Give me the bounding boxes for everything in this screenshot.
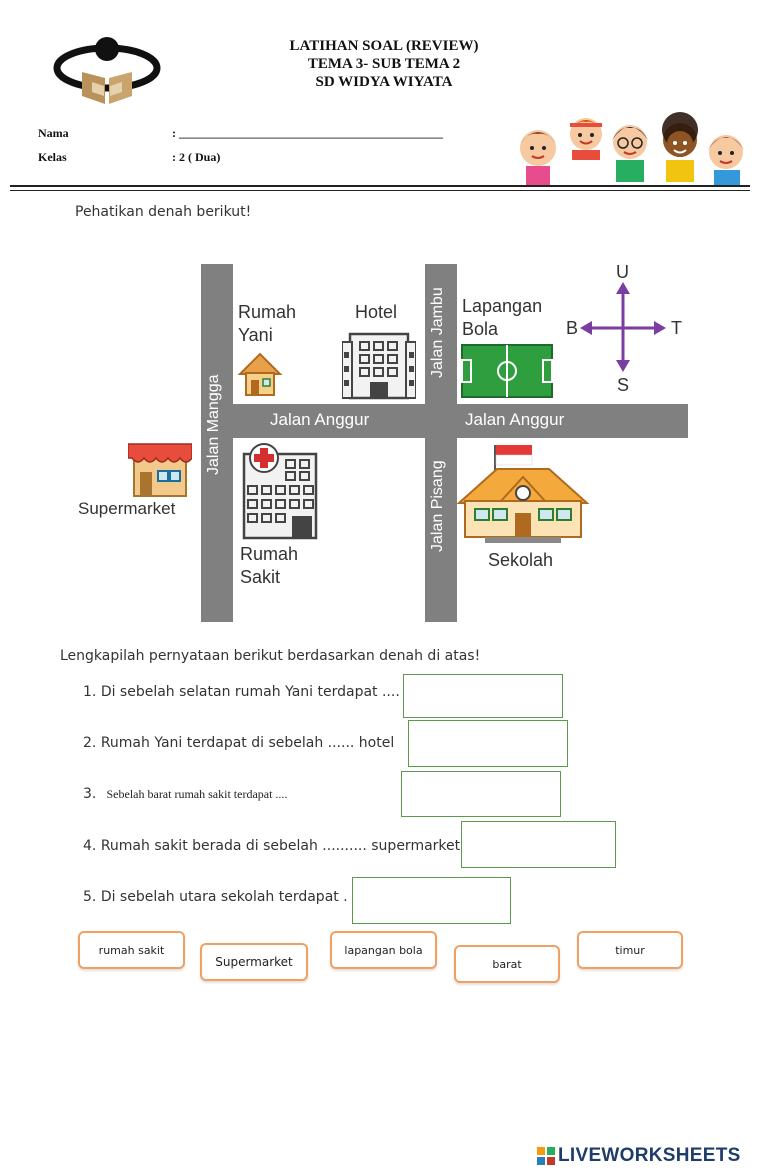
logo-icon <box>53 37 161 104</box>
lapangan-label-1: Lapangan <box>462 296 543 316</box>
nama-field[interactable]: : ______________________________________… <box>172 126 443 140</box>
map: Jalan Mangga Jalan Jambu Jalan Pisang Ja… <box>78 262 688 622</box>
label-jalan-anggur-right: Jalan Anggur <box>465 410 565 429</box>
hotel-label: Hotel <box>355 302 398 322</box>
label-jalan-pisang: Jalan Pisang <box>429 460 446 553</box>
worksheet-subtitle: TEMA 3- SUB TEMA 2 <box>307 56 461 72</box>
option-chip-lapangan-bola[interactable]: lapangan bola <box>330 931 437 969</box>
school-icon <box>456 443 590 551</box>
answer-box-3[interactable] <box>401 771 561 817</box>
worksheet-title: LATIHAN SOAL (REVIEW) <box>289 38 479 54</box>
option-chip-rumah-sakit[interactable]: rumah sakit <box>78 931 185 969</box>
rumah-yani-label-1: Rumah <box>238 302 297 322</box>
question-number: 1. <box>83 684 97 700</box>
road-anggur <box>233 404 688 438</box>
question-text: Rumah sakit berada di sebelah ..........… <box>100 838 461 854</box>
question-number: 4. <box>83 838 97 854</box>
liveworksheets-logo[interactable]: LIVEWORKSHEETS <box>537 1145 741 1167</box>
header-divider <box>10 185 750 187</box>
nama-label: Nama <box>38 126 69 140</box>
question-number: 2. <box>83 735 97 751</box>
question-number: 3. <box>83 786 97 802</box>
children-icon <box>516 112 746 185</box>
compass-north: U <box>616 262 629 282</box>
sekolah-label: Sekolah <box>488 550 554 570</box>
hospital-icon <box>240 442 320 544</box>
answer-box-5[interactable] <box>352 877 511 924</box>
soccer-field-icon <box>461 344 553 402</box>
brand-text: LIVEWORKSHEETS <box>558 1145 741 1166</box>
school-logo <box>52 32 162 108</box>
kids-illustration <box>508 110 753 185</box>
compass-west: B <box>566 318 579 338</box>
label-jalan-mangga: Jalan Mangga <box>205 374 222 476</box>
question-1: 1. Di sebelah selatan rumah Yani terdapa… <box>83 684 400 700</box>
house-icon <box>236 350 284 402</box>
answer-box-2[interactable] <box>408 720 568 767</box>
supermarket-icon <box>127 438 193 502</box>
lapangan-label-2: Bola <box>462 319 499 339</box>
questions-instruction: Lengkapilah pernyataan berikut berdasark… <box>60 648 481 664</box>
question-5: 5. Di sebelah utara sekolah terdapat . <box>83 889 348 905</box>
hotel-building-icon <box>341 330 417 404</box>
question-text: Di sebelah utara sekolah terdapat . <box>100 889 348 905</box>
answer-box-4[interactable] <box>461 821 616 868</box>
map-instruction: Pehatikan denah berikut! <box>75 204 252 220</box>
rumah-sakit-label-1: Rumah <box>240 544 299 564</box>
school-name: SD WIDYA WIYATA <box>315 74 453 90</box>
option-chip-timur[interactable]: timur <box>577 931 683 969</box>
question-text: Sebelah barat rumah sakit terdapat .... <box>106 787 288 801</box>
header-divider-thin <box>10 190 750 191</box>
liveworksheets-icon <box>537 1147 555 1165</box>
option-chip-supermarket[interactable]: Supermarket <box>200 943 308 981</box>
question-text: Di sebelah selatan rumah Yani terdapat .… <box>100 684 400 700</box>
compass-icon <box>578 280 668 376</box>
rumah-sakit-label-2: Sakit <box>240 567 281 587</box>
road-jambu-pisang <box>425 264 457 622</box>
label-jalan-jambu: Jalan Jambu <box>429 287 446 378</box>
label-jalan-anggur-left: Jalan Anggur <box>270 410 370 429</box>
road-mangga <box>201 264 233 622</box>
question-4: 4. Rumah sakit berada di sebelah .......… <box>83 838 460 854</box>
option-chip-barat[interactable]: barat <box>454 945 560 983</box>
question-3: 3. Sebelah barat rumah sakit terdapat ..… <box>83 786 287 802</box>
question-number: 5. <box>83 889 97 905</box>
compass-south: S <box>617 375 630 395</box>
supermarket-label: Supermarket <box>78 499 176 518</box>
kelas-label: Kelas <box>38 150 67 164</box>
rumah-yani-label-2: Yani <box>238 325 273 345</box>
kelas-value: : 2 ( Dua) <box>172 150 221 164</box>
answer-box-1[interactable] <box>403 674 563 718</box>
question-text: Rumah Yani terdapat di sebelah ...... ho… <box>100 735 395 751</box>
question-2: 2. Rumah Yani terdapat di sebelah ......… <box>83 735 394 751</box>
compass-east: T <box>671 318 682 338</box>
